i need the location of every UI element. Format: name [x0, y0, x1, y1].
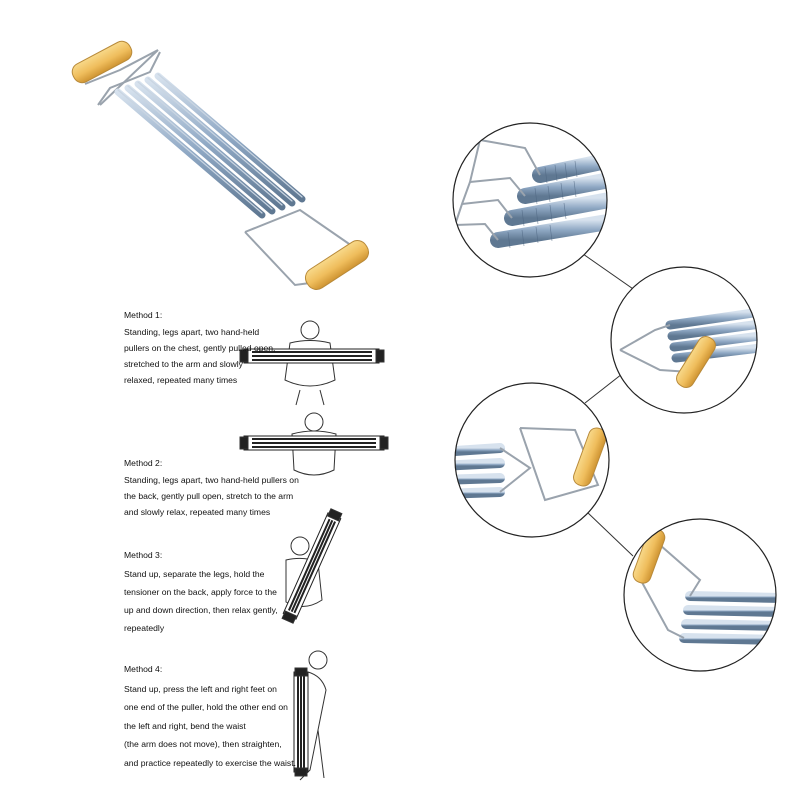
method-1-instructions: Method 1: Standing, legs apart, two hand…: [124, 307, 275, 388]
detail-circle-handle-end: [623, 518, 777, 672]
method-3-line: Stand up, separate the legs, hold the: [124, 569, 265, 579]
method-4-line: one end of the puller, hold the other en…: [124, 702, 288, 712]
method-3-line: up and down direction, then relax gently…: [124, 605, 278, 615]
method-1-line: relaxed, repeated many times: [124, 375, 238, 385]
method-2-title: Method 2:: [124, 458, 163, 468]
method-3-title: Method 3:: [124, 550, 163, 560]
chest-expander-image: [71, 40, 370, 290]
detail-circle-handle-springs: [610, 266, 758, 414]
method-2-line: and slowly relax, repeated many times: [124, 507, 271, 517]
figure-method-2: [239, 412, 389, 476]
method-4-line: and practice repeatedly to exercise the …: [124, 757, 296, 768]
figure-method-1: [239, 320, 385, 406]
method-1-line: Standing, legs apart, two hand-held: [124, 327, 260, 337]
method-3-instructions: Method 3: Stand up, separate the legs, h…: [124, 546, 278, 637]
method-4-line: (the arm does not move), then straighten…: [124, 739, 282, 749]
method-2-instructions: Method 2: Standing, legs apart, two hand…: [124, 455, 299, 520]
detail-circle-frame-handle: [454, 382, 610, 538]
method-4-title: Method 4:: [124, 664, 163, 674]
method-1-line: stretched to the arm and slowly: [124, 359, 243, 369]
figure-method-3: [281, 508, 343, 624]
method-4-line: the left and right, bend the waist: [124, 720, 246, 731]
detail-circle-spring-hooks: [452, 122, 608, 278]
method-3-line: repeatedly: [124, 623, 165, 633]
method-3-line: tensioner on the back, apply force to th…: [124, 587, 277, 597]
figure-method-4: [293, 650, 328, 781]
method-2-line: Standing, legs apart, two hand-held pull…: [124, 475, 299, 485]
connector-lines: [582, 253, 637, 557]
method-1-title: Method 1:: [124, 310, 163, 320]
method-4-line: Stand up, press the left and right feet …: [124, 683, 277, 694]
method-1-line: pullers on the chest, gently pulled open…: [124, 343, 276, 353]
method-4-instructions: Method 4: Stand up, press the left and r…: [124, 660, 296, 772]
method-2-line: the back, gently pull open, stretch to t…: [124, 491, 294, 501]
